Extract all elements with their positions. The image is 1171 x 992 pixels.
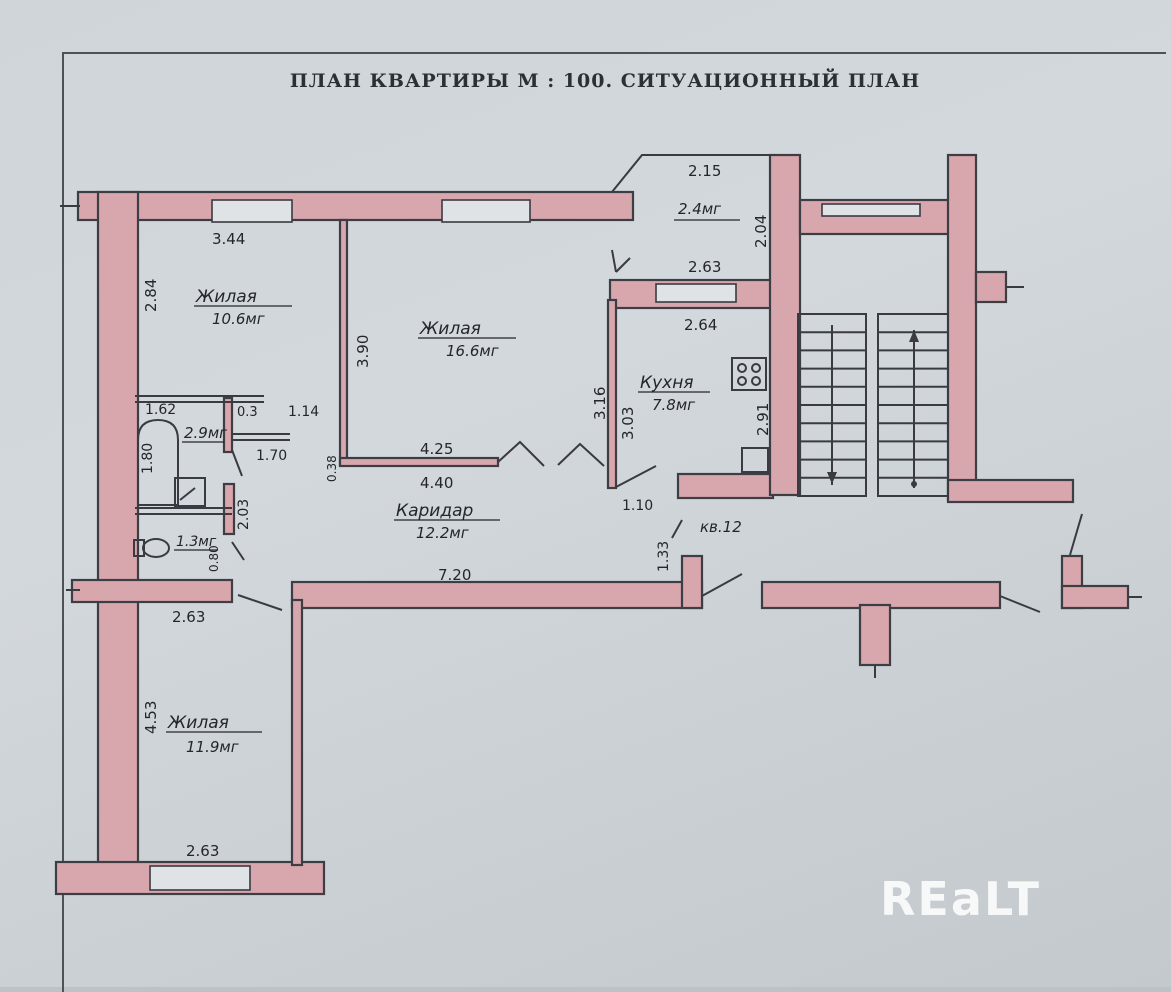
left-outer-wall (96, 190, 140, 889)
dim-1-62: 1.62 (145, 402, 176, 418)
dim-1-33: 1.33 (656, 541, 672, 572)
dim-1-70: 1.70 (256, 448, 287, 464)
bath-wall-2 (222, 396, 234, 454)
dim-0-3: 0.3 (237, 405, 258, 420)
window-1 (211, 199, 293, 223)
apartment-number: кв.12 (700, 518, 742, 536)
stove (731, 357, 769, 473)
lower-right-stub (858, 603, 892, 667)
dim-3-44: 3.44 (212, 230, 245, 248)
dim-2-91: 2.91 (754, 403, 772, 436)
wc-area: 1.3мг (176, 534, 217, 550)
room3-east-wall (290, 598, 304, 867)
dim-4-53: 4.53 (142, 701, 160, 734)
dim-1-14: 1.14 (288, 404, 319, 420)
corridor-south-wall (290, 580, 704, 610)
dim-3-90: 3.90 (354, 335, 372, 368)
room-labels: Жилая 10.6мг Жилая 16.6мг Кухня 7.8мг Ка… (166, 200, 742, 756)
partition-1 (338, 218, 349, 467)
plan-title: ПЛАН КВАРТИРЫ М : 100. СИТУАЦИОННЫЙ ПЛАН (289, 70, 921, 92)
dim-2-03: 2.03 (236, 499, 252, 530)
room-corridor-area: 12.2мг (416, 524, 469, 542)
top-outer-wall (76, 190, 635, 222)
left-mid-wall (70, 578, 234, 604)
dim-1-10: 1.10 (622, 498, 653, 514)
dim-2-04: 2.04 (752, 215, 770, 248)
window-stair (821, 203, 921, 217)
stair-west-wall (768, 153, 802, 497)
realt-watermark-logo: REaLT (880, 872, 1041, 926)
dim-2-63-kitchen: 2.63 (688, 258, 721, 276)
dim-4-40: 4.40 (420, 474, 453, 492)
partition-2 (338, 456, 500, 468)
dim-1-80: 1.80 (140, 443, 156, 474)
balcony-area: 2.4мг (678, 200, 721, 218)
room-living1-name: Жилая (195, 287, 257, 307)
bathroom-lines (133, 395, 290, 558)
lower-right-wall (760, 580, 1002, 610)
room-living1-area: 10.6мг (212, 310, 265, 328)
stairs (797, 313, 949, 497)
walls (54, 153, 1130, 896)
dim-3-03: 3.03 (619, 407, 637, 440)
break-marks (60, 205, 1142, 678)
dim-2-63-left: 2.63 (172, 608, 205, 626)
room-living3-name: Жилая (167, 713, 229, 733)
kitchen-west-wall (606, 298, 618, 490)
dim-2-63-bottom: 2.63 (186, 842, 219, 860)
room-living2-area: 16.6мг (446, 342, 499, 360)
far-right-wall-b (1060, 584, 1130, 610)
right-stub-wall (974, 270, 1008, 304)
dim-2-15: 2.15 (688, 162, 721, 180)
room-kitchen-area: 7.8мг (652, 396, 695, 414)
dim-0-38: 0.38 (325, 455, 339, 482)
dim-7-20: 7.20 (438, 566, 471, 584)
balcony-outline (611, 154, 775, 193)
window-2 (441, 199, 531, 223)
room-kitchen-name: Кухня (640, 373, 694, 393)
dim-4-25: 4.25 (420, 440, 453, 458)
corridor-south-wall-end (680, 554, 704, 610)
stair-east-wall (946, 153, 978, 502)
window-kitchen (655, 283, 737, 303)
bath-area: 2.9мг (184, 424, 227, 442)
dim-2-84: 2.84 (142, 279, 160, 312)
right-bottom-wall (946, 478, 1075, 504)
windows (149, 199, 921, 891)
dim-0-80: 0.80 (207, 545, 221, 572)
drawing-frame (62, 52, 1166, 992)
room-living2-name: Жилая (419, 319, 481, 339)
dimension-labels: 3.44 2.84 3.90 2.15 2.04 2.63 2.64 3.16 … (140, 162, 772, 860)
door-swings (231, 249, 1083, 613)
room-living3-area: 11.9мг (186, 738, 239, 756)
dim-2-64: 2.64 (684, 316, 717, 334)
window-bottom (149, 865, 251, 891)
dim-3-16: 3.16 (591, 387, 609, 420)
room-corridor-name: Каридар (396, 501, 473, 521)
kitchen-south-wall (676, 472, 775, 500)
